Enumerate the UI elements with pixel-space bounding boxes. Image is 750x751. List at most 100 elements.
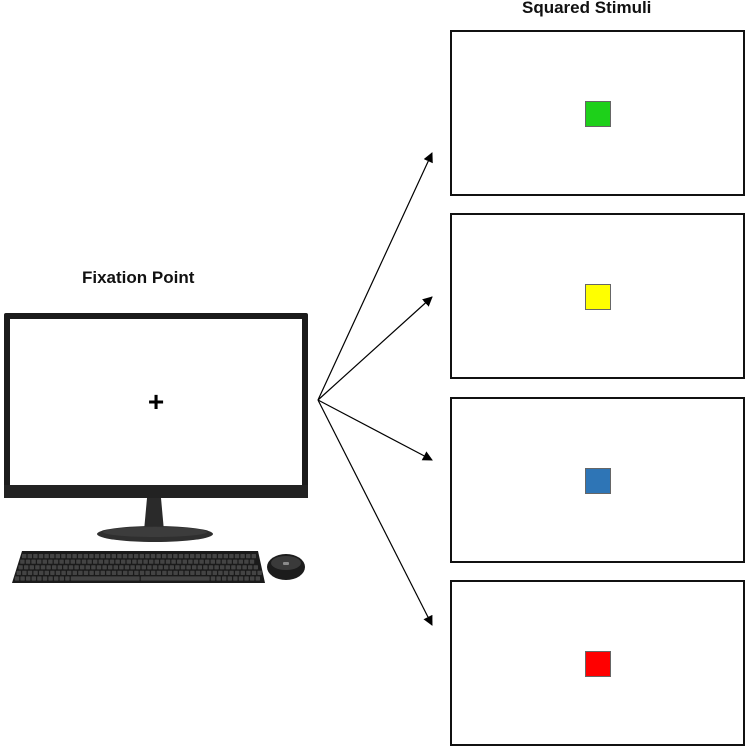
keyboard-key: [48, 576, 53, 581]
keyboard-key: [201, 554, 206, 559]
keyboard-key: [210, 576, 216, 581]
keyboard-key: [227, 576, 232, 581]
keyboard-key: [115, 559, 120, 564]
keyboard-key: [44, 554, 49, 559]
keyboard-key: [54, 576, 59, 581]
keyboard-key: [240, 570, 245, 575]
keyboard-key: [35, 565, 40, 570]
keyboard-key: [20, 559, 25, 564]
arrow-to-blue: [317, 399, 433, 461]
keyboard-key: [113, 565, 118, 570]
keyboard-key: [257, 570, 262, 575]
keyboard-key: [182, 559, 187, 564]
keyboard-key: [206, 554, 212, 559]
keyboard-key: [59, 559, 64, 564]
keyboard-key: [160, 559, 165, 564]
keyboard-key: [70, 559, 75, 564]
keyboard-key: [244, 559, 249, 564]
keyboard-key: [33, 570, 38, 575]
keyboard-key: [190, 570, 195, 575]
keyboard-key: [218, 570, 223, 575]
keyboard-key: [199, 559, 204, 564]
keyboard-key: [141, 565, 146, 570]
keyboard-key: [145, 570, 150, 575]
keyboard-key: [231, 565, 236, 570]
keyboard-key: [89, 554, 94, 559]
keyboard-key: [68, 565, 74, 570]
arrows: [317, 152, 433, 626]
keyboard-key: [25, 559, 31, 564]
keyboard-key: [38, 554, 44, 559]
keyboard-key: [96, 565, 102, 570]
keyboard-key: [108, 565, 113, 570]
keyboard-key: [16, 570, 21, 575]
keyboard-key: [251, 570, 257, 575]
keyboard-key: [140, 576, 210, 581]
keyboard-key: [104, 559, 109, 564]
keyboard-key: [195, 570, 201, 575]
stimulus-panel-green: [450, 30, 745, 196]
keyboard-key: [46, 565, 51, 570]
keyboard-key: [167, 570, 173, 575]
keyboard-key: [14, 576, 20, 581]
keyboard-key: [33, 554, 38, 559]
keyboard-key: [195, 554, 200, 559]
stimulus-panel-yellow: [450, 213, 745, 379]
keyboard-key: [20, 576, 25, 581]
keyboard-key: [248, 565, 253, 570]
keyboard-key: [117, 570, 122, 575]
keyboard-key: [40, 565, 46, 570]
keyboard-key: [27, 554, 32, 559]
keyboard-key: [154, 559, 159, 564]
keyboard-key: [212, 570, 217, 575]
keyboard-key: [190, 554, 195, 559]
keyboard-key: [55, 570, 61, 575]
keyboard-key: [39, 570, 44, 575]
keyboard-key: [214, 565, 219, 570]
keyboard-key: [72, 554, 77, 559]
keyboard-key: [24, 565, 29, 570]
keyboard-key: [78, 554, 83, 559]
keyboard-key: [109, 559, 115, 564]
keyboard-key: [229, 554, 234, 559]
keyboard-key: [180, 565, 186, 570]
keyboard-key: [121, 559, 126, 564]
keyboard-key: [52, 565, 57, 570]
keyboard-key: [102, 565, 107, 570]
keyboard-key: [134, 554, 139, 559]
keyboard-key: [29, 565, 34, 570]
keyboard-key: [128, 554, 133, 559]
keyboard-key: [208, 565, 214, 570]
keyboard-key: [216, 576, 221, 581]
keyboard-key: [145, 554, 150, 559]
keyboard-key: [167, 554, 172, 559]
keyboard-key: [57, 565, 62, 570]
keyboard-key: [91, 565, 96, 570]
keyboard-key: [139, 570, 145, 575]
keyboard-key: [184, 554, 189, 559]
keyboard-key: [152, 565, 158, 570]
stimulus-panel-blue: [450, 397, 745, 563]
keyboard-key: [85, 565, 90, 570]
keyboard-key: [76, 559, 81, 564]
keyboard-key: [184, 570, 189, 575]
keyboard-key: [87, 559, 92, 564]
keyboard-key: [238, 559, 243, 564]
fixation-cross: +: [148, 386, 164, 417]
fixation-point-title: Fixation Point: [82, 268, 195, 287]
keyboard-key: [100, 554, 105, 559]
keyboard-key: [61, 570, 66, 575]
keyboard-key: [250, 576, 255, 581]
blue-square: [585, 468, 611, 494]
keyboard-key: [149, 559, 154, 564]
keyboard-key: [246, 554, 251, 559]
keyboard-key: [106, 554, 111, 559]
keyboard-key: [55, 554, 60, 559]
keyboard-key: [192, 565, 197, 570]
keyboard-key: [95, 570, 100, 575]
keyboard-key: [201, 570, 206, 575]
keyboard-key: [156, 570, 161, 575]
keyboard-key: [218, 554, 223, 559]
keyboard-key: [61, 554, 66, 559]
keyboard-key: [221, 559, 227, 564]
